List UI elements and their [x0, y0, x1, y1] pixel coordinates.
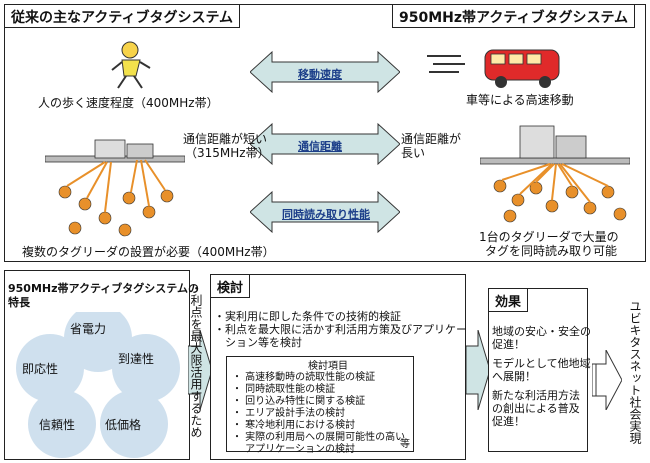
study-items-list: ・ 高速移動時の読取性能の検証 ・ 同時読取性能の検証 ・ 回り込み特性に関する… — [232, 372, 406, 455]
flow-arrow-2 — [466, 330, 490, 410]
study-title: 検討 — [210, 274, 251, 298]
study-bullets: ・実利用に即した条件での技術的検証 ・利点を最大限に活かす利活用方策及びアプリケ… — [214, 310, 467, 349]
features-circles-bg — [16, 312, 180, 458]
multiple-readers-label: 複数のタグリーダの設置が必要（400MHz帯） — [22, 245, 275, 259]
feature-reachability: 到達性 — [117, 351, 154, 366]
vertical-purpose-text: ・利点を最大限活用するため — [189, 282, 203, 438]
features-title: 950MHz帯アクティブタグシステムの 特長 — [8, 282, 199, 309]
feature-responsiveness: 即応性 — [21, 361, 58, 376]
effect-title: 効果 — [488, 288, 529, 312]
study-items-box — [226, 356, 414, 452]
arrow-communication-distance — [250, 122, 400, 166]
single-reader-label: 1台のタグリーダで大量の タグを同時読み取り可能 — [479, 230, 619, 258]
effect-lines: 地域の安心・安全の 促進！ モデルとして他地域 へ展開！ 新たな利活用方法 の創… — [492, 325, 591, 428]
effect-panel — [488, 288, 588, 452]
arrow-movement-speed — [250, 50, 400, 94]
flow-arrow-3 — [592, 350, 622, 410]
feature-low-price: 低価格 — [104, 417, 141, 432]
left-title: 従来の主なアクティブタグシステム — [4, 4, 241, 28]
single-reader-illustration — [480, 125, 630, 223]
car-speed-label: 車等による高速移動 — [466, 93, 574, 107]
right-title: 950MHz帯アクティブタグシステム — [392, 4, 636, 28]
study-items-etc: 等 — [400, 439, 410, 450]
arrow-label-movement-speed: 移動速度 — [298, 68, 342, 81]
ubiquitous-society-text: ユビキタスネット社会実現 — [628, 300, 642, 444]
feature-reliability: 信頼性 — [38, 417, 75, 432]
study-items-title: 検討項目 — [308, 361, 348, 372]
walking-speed-label: 人の歩く速度程度（400MHz帯） — [38, 96, 219, 110]
car-illustration — [427, 49, 560, 88]
comm-short-label: 通信距離が短い （315MHz帯） — [183, 132, 270, 160]
flow-arrow-1 — [188, 330, 212, 410]
multiple-readers-illustration — [45, 139, 185, 237]
comm-long-label: 通信距離が 長い — [401, 132, 462, 160]
arrow-simultaneous-reading — [250, 190, 400, 234]
arrow-label-communication-distance: 通信距離 — [298, 140, 342, 153]
feature-power-saving: 省電力 — [69, 321, 106, 336]
walking-child-illustration — [111, 41, 151, 89]
arrow-label-simultaneous-reading: 同時読み取り性能 — [282, 208, 370, 221]
